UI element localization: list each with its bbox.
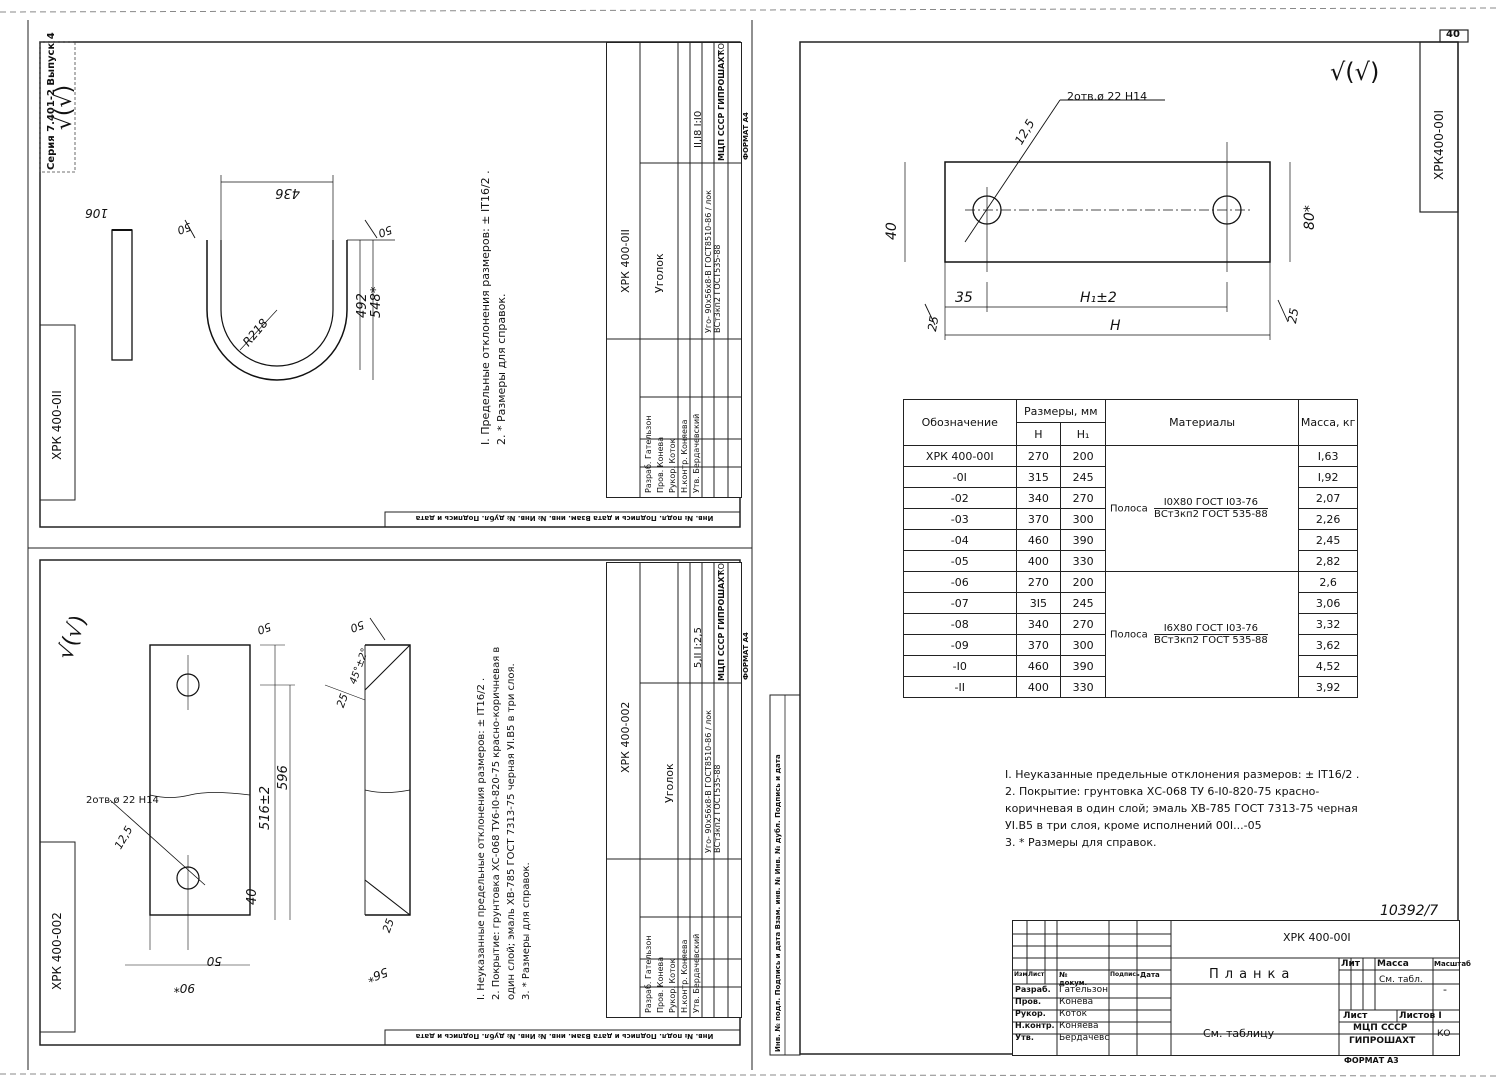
sheet011-title-block: ХРК 400-0II Уголок Уго- 90х56х8-В ГОСТ85… [606, 42, 742, 498]
dim-436: 436 [275, 185, 300, 200]
tb002-code: ХРК 400-002 [619, 701, 632, 773]
sheet011-notes: I. Предельные отклонения размеров: ± IТ1… [479, 170, 508, 445]
sheet011-side-code: ХРК 400-0II [50, 390, 64, 460]
sheet002-format: ФОРМАТ А4 [742, 632, 750, 680]
tb-lit: Лит [1341, 959, 1360, 969]
dim-516: 516±2 [258, 786, 273, 830]
roughness-symbol-011: √(√) [52, 84, 78, 131]
dim-50-002: 50 [206, 954, 222, 968]
tb-listov: Листов I [1399, 1011, 1442, 1021]
tb-code: ХРК 400-00I [1283, 931, 1351, 944]
tb002-org: МЦП СССР ГИПРОШАХТ [717, 571, 726, 681]
dim-596: 596 [276, 765, 291, 790]
tb002-title: Уголок [663, 763, 676, 803]
th-sizes: Размеры, мм [1015, 399, 1106, 423]
roughness-symbol-main: √(√) [1330, 58, 1380, 86]
tb002-org-code: КО [717, 563, 726, 575]
dim-25-right: 25 [1285, 306, 1302, 325]
hole-label-002: 2отв.ø 22 Н14 [86, 795, 159, 806]
tb-material: См. таблицу [1203, 1027, 1275, 1040]
tb011-people: Разраб. Гательзон Пров. Конева Рукор. Ко… [644, 413, 701, 493]
dim-25-left: 25 [925, 314, 942, 333]
material-cell-1: Полоса I0X80 ГОСТ I03-76 ВСт3кп2 ГОСТ 53… [1104, 445, 1300, 572]
tb002-material: Уго- 90х56х8-В ГОСТ8510-86 / лок ВСт3кп2… [704, 710, 722, 853]
sheet011-format: ФОРМАТ А4 [742, 112, 750, 160]
tb002-people: Разраб. Гательзон Пров. Конева Рукор. Ко… [644, 933, 701, 1013]
dim-548: 548* [369, 286, 384, 318]
dim-492: 492 [355, 293, 370, 318]
dim-40-002: 40 [245, 888, 260, 905]
vertical-code: ХРК400-00I [1432, 109, 1446, 180]
tb-list: Лист [1343, 1011, 1368, 1021]
title-block-grid [1013, 921, 1459, 1055]
material-cell-2: Полоса I6X80 ГОСТ I03-76 ВСт3кп2 ГОСТ 53… [1104, 571, 1300, 698]
page-number: 40 [1446, 29, 1460, 40]
tb-scale-value: - [1443, 983, 1447, 996]
tb-names: ГательзонКоневаКотокКоняеваБердачевский [1059, 985, 1109, 1043]
side-strip-main: Инв. № подл. Подпись и дата Взам. инв. №… [774, 754, 782, 1052]
tb002-grid [607, 563, 741, 1017]
tb-org2: ГИПРОШАХТ [1349, 1036, 1416, 1046]
sheet-number: 10392/7 [1380, 903, 1439, 919]
sheet011-bottom-strip: Инв. № подл. Подпись и дата Взам. инв. №… [415, 514, 714, 522]
tb-massa: Масса [1377, 959, 1409, 969]
tb011-code: ХРК 400-0II [619, 229, 632, 293]
th-H: Н [1015, 422, 1062, 446]
tb-org1: МЦП СССР [1353, 1023, 1408, 1033]
tb-mass-value: См. табл. [1379, 975, 1423, 985]
sheet002-side-code: ХРК 400-002 [50, 912, 64, 990]
dim-90: 90* [173, 981, 195, 995]
format-main: ФОРМАТ А3 [1344, 1056, 1399, 1065]
tb-title: Планка [1209, 967, 1296, 982]
dim-H: H [1110, 318, 1121, 334]
tb011-org: МЦП СССР ГИПРОШАХТ [717, 51, 726, 161]
main-title-block: ХРК 400-00I Планка См. таблицу Лит Масса… [1012, 920, 1471, 1056]
dim-35: 35 [955, 290, 973, 306]
sheet002-title-block: ХРК 400-002 Уголок Уго- 90х56х8-В ГОСТ85… [606, 562, 742, 1018]
tb002-mass-scale: 5,II I:2,5 [693, 627, 704, 668]
hole-label: 2отв.ø 22 Н14 [1067, 90, 1148, 103]
th-H1: Н₁ [1060, 422, 1106, 446]
tb-masshtab: Масштаб [1434, 960, 1471, 968]
tb011-mass-scale: II,I8 I:I0 [693, 110, 704, 148]
tb-roles: Разраб.Пров.Рукор.Н.контр.Утв. [1015, 985, 1055, 1042]
th-designation: Обозначение [903, 399, 1017, 446]
spec-table: Обозначение Размеры, мм Материалы Масса,… [903, 399, 1358, 698]
dim-80: 80* [1302, 205, 1318, 230]
planka-outline [944, 161, 1271, 263]
th-materials: Материалы [1104, 399, 1300, 446]
dim-h1: H₁±2 [1080, 290, 1117, 306]
tb011-title: Уголок [653, 253, 666, 293]
tb-org-code: КО [1437, 1029, 1451, 1039]
sheet002-notes: I. Неуказанные предельные отклонения раз… [476, 646, 532, 1000]
ugolok-002-drawing [110, 617, 411, 966]
main-notes: I. Неуказанные предельные отклонения раз… [1005, 768, 1360, 849]
sheet002-bottom-strip: Инв. № подл. Подпись и дата Взам. инв. №… [415, 1032, 714, 1040]
tb011-material: Уго- 90х56х8-В ГОСТ8510-86 / лок ВСт3кп2… [704, 190, 722, 333]
ugolok-011-drawing [111, 175, 395, 381]
dim-40: 40 [884, 222, 900, 240]
dim-106: 106 [85, 206, 108, 220]
th-mass: Масса, кг [1298, 399, 1358, 446]
planka-drawing [904, 99, 1291, 340]
tb011-grid [607, 43, 741, 497]
tb011-org-code: КО [717, 43, 726, 55]
